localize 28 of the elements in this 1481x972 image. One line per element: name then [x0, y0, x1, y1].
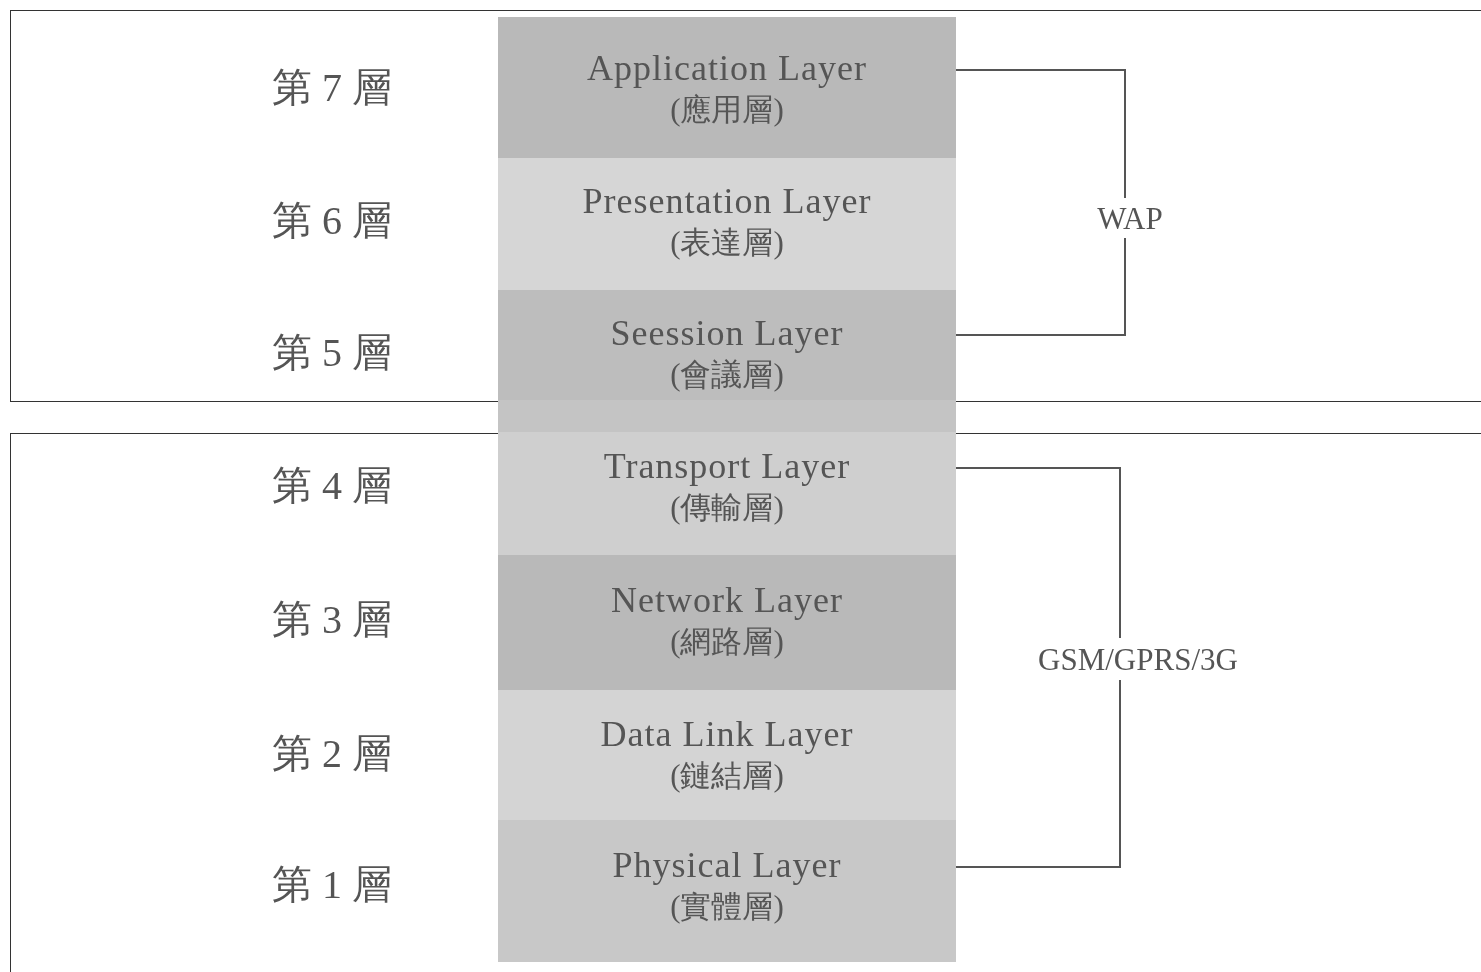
- blank-band: [498, 400, 956, 432]
- layer-name-chinese: (鏈結層): [669, 760, 785, 791]
- layer-name-chinese: (實體層): [669, 891, 785, 922]
- layer-number: 第 3 層: [272, 600, 393, 640]
- bracket-line: [955, 69, 1126, 199]
- layer-number: 第 4 層: [272, 466, 393, 506]
- layer-name-chinese: (表達層): [669, 227, 785, 258]
- bracket-line: [955, 679, 1121, 868]
- layer-name: Network Layer: [610, 582, 844, 618]
- layer-number: 第 6 層: [272, 201, 393, 241]
- bracket-line: [955, 467, 1121, 639]
- layer-number: 第 2 層: [272, 734, 393, 774]
- layer-name: Seession Layer: [609, 315, 845, 351]
- layer-name: Data Link Layer: [599, 716, 855, 752]
- layer-name: Presentation Layer: [581, 183, 873, 219]
- layer-name-chinese: (會議層): [669, 359, 785, 390]
- layer-name: Transport Layer: [602, 448, 852, 484]
- layer-name: Physical Layer: [611, 847, 843, 883]
- bracket-line: [955, 237, 1126, 336]
- layer-number: 第 7 層: [272, 68, 393, 108]
- layer-name-chinese: (傳輸層): [669, 492, 785, 523]
- protocol-label: WAP: [1075, 198, 1185, 238]
- layer-name: Application Layer: [586, 50, 868, 86]
- protocol-label: GSM/GPRS/3G: [1008, 638, 1268, 680]
- layer-number: 第 5 層: [272, 333, 393, 373]
- layer-name-chinese: (應用層): [669, 94, 785, 125]
- layer-name-chinese: (網路層): [669, 626, 785, 657]
- layer-number: 第 1 層: [272, 865, 393, 905]
